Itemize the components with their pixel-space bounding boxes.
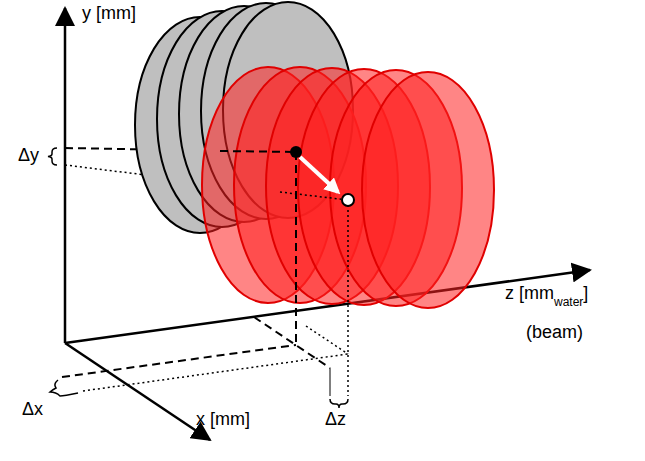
axis-label: x [mm]: [196, 410, 250, 430]
dotted-drop: [347, 200, 349, 305]
reference-point: [290, 146, 302, 158]
dashed-level: [220, 151, 296, 152]
dimension-label: Δx: [22, 400, 43, 420]
dashed-drop: [295, 152, 297, 305]
shift-arrow: [300, 157, 338, 192]
dotted-level: [280, 192, 348, 200]
axis-subscript: water: [554, 296, 583, 309]
axis-label: y [mm]: [82, 4, 136, 24]
axes: [65, 8, 590, 440]
dimension-label: Δy: [18, 146, 39, 166]
axis-label: ]: [583, 284, 588, 304]
shifted-slices: [202, 67, 494, 308]
brackets: [48, 148, 348, 408]
shifted-point: [342, 194, 354, 206]
axis-note: (beam): [526, 323, 583, 343]
dimension-label: Δz: [325, 410, 346, 430]
axis-label: z [mm: [505, 284, 554, 304]
